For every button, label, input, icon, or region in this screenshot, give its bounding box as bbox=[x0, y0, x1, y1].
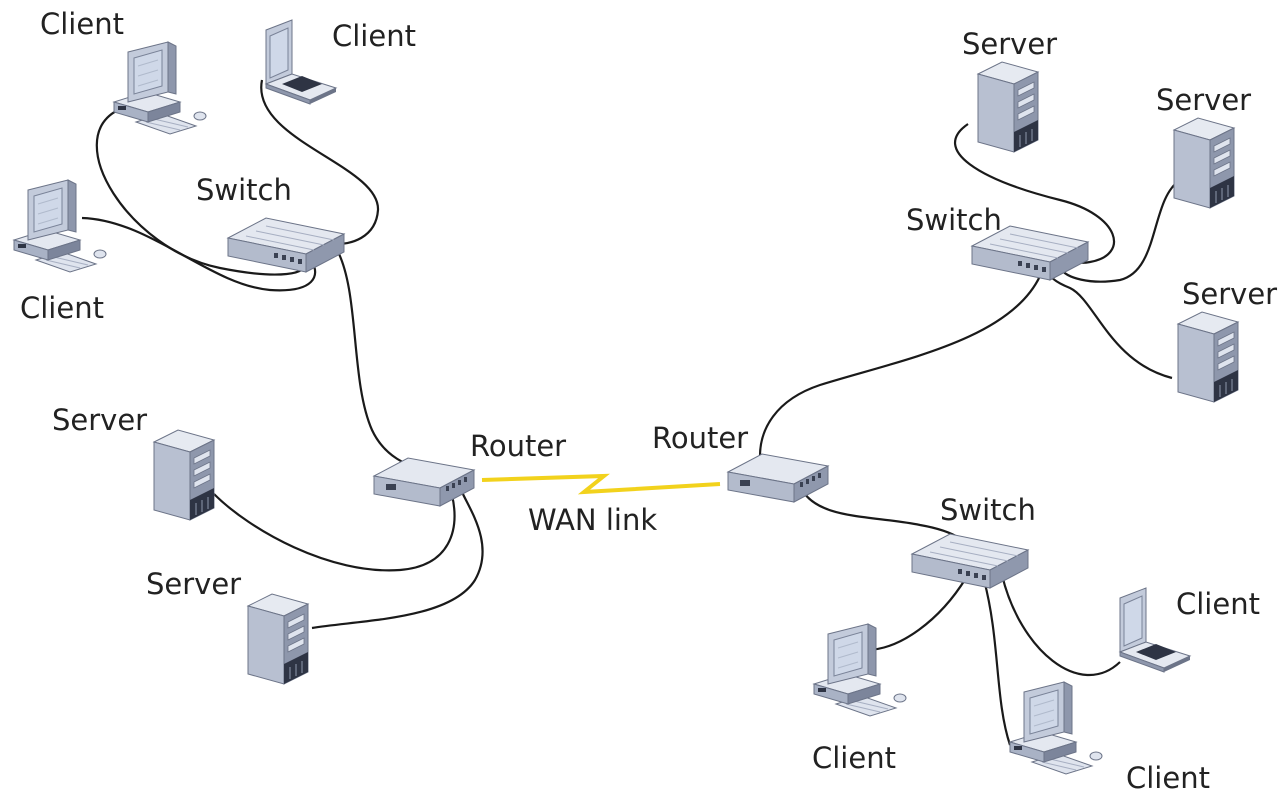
switch-icon bbox=[911, 533, 1029, 589]
server-icon bbox=[247, 593, 309, 685]
router-icon bbox=[373, 457, 475, 507]
client-desktop-icon bbox=[1009, 681, 1103, 775]
switch-label: Switch bbox=[196, 173, 292, 207]
client-label: Client bbox=[332, 19, 416, 53]
client-label: Client bbox=[20, 291, 104, 325]
server-label: Server bbox=[1182, 277, 1278, 311]
cable-server5-switch2 bbox=[1046, 269, 1173, 380]
server-label: Server bbox=[146, 567, 242, 601]
cable-switch3-client8 bbox=[982, 579, 1012, 746]
cable-switch3-client6 bbox=[865, 577, 967, 652]
server-icon bbox=[977, 61, 1039, 153]
cable-switch3-client7 bbox=[1000, 574, 1121, 676]
server-icon bbox=[1173, 117, 1235, 209]
server-label: Server bbox=[962, 27, 1058, 61]
client-desktop-icon bbox=[13, 179, 107, 273]
client-desktop-icon bbox=[113, 41, 207, 135]
cable-server2-router1 bbox=[311, 491, 484, 630]
client-label: Client bbox=[40, 7, 124, 41]
switch-icon bbox=[227, 217, 345, 273]
cable-server1-router1 bbox=[213, 493, 456, 572]
wan-link-line bbox=[481, 473, 721, 495]
server-label: Server bbox=[1156, 83, 1252, 117]
server-label: Server bbox=[52, 403, 148, 437]
router-label: Router bbox=[652, 421, 749, 455]
router-label: Router bbox=[470, 429, 567, 463]
switch-label: Switch bbox=[940, 493, 1036, 527]
router-icon bbox=[727, 453, 829, 503]
cable-client3-switch1 bbox=[81, 216, 317, 292]
client-desktop-icon bbox=[813, 623, 907, 717]
client-label: Client bbox=[1176, 587, 1260, 621]
cable-client2-switch1 bbox=[260, 79, 380, 246]
cable-switch2-router2 bbox=[758, 275, 1041, 457]
switch-label: Switch bbox=[906, 203, 1002, 237]
client-label: Client bbox=[812, 741, 896, 775]
server-icon bbox=[153, 429, 215, 521]
wan-link-label: WAN link bbox=[528, 503, 658, 537]
cable-switch1-router1 bbox=[335, 247, 423, 472]
cable-server4-switch2 bbox=[1059, 179, 1181, 283]
cables bbox=[81, 79, 1181, 746]
server-icon bbox=[1177, 311, 1239, 403]
client-laptop-icon bbox=[265, 19, 337, 105]
client-label: Client bbox=[1126, 761, 1210, 795]
